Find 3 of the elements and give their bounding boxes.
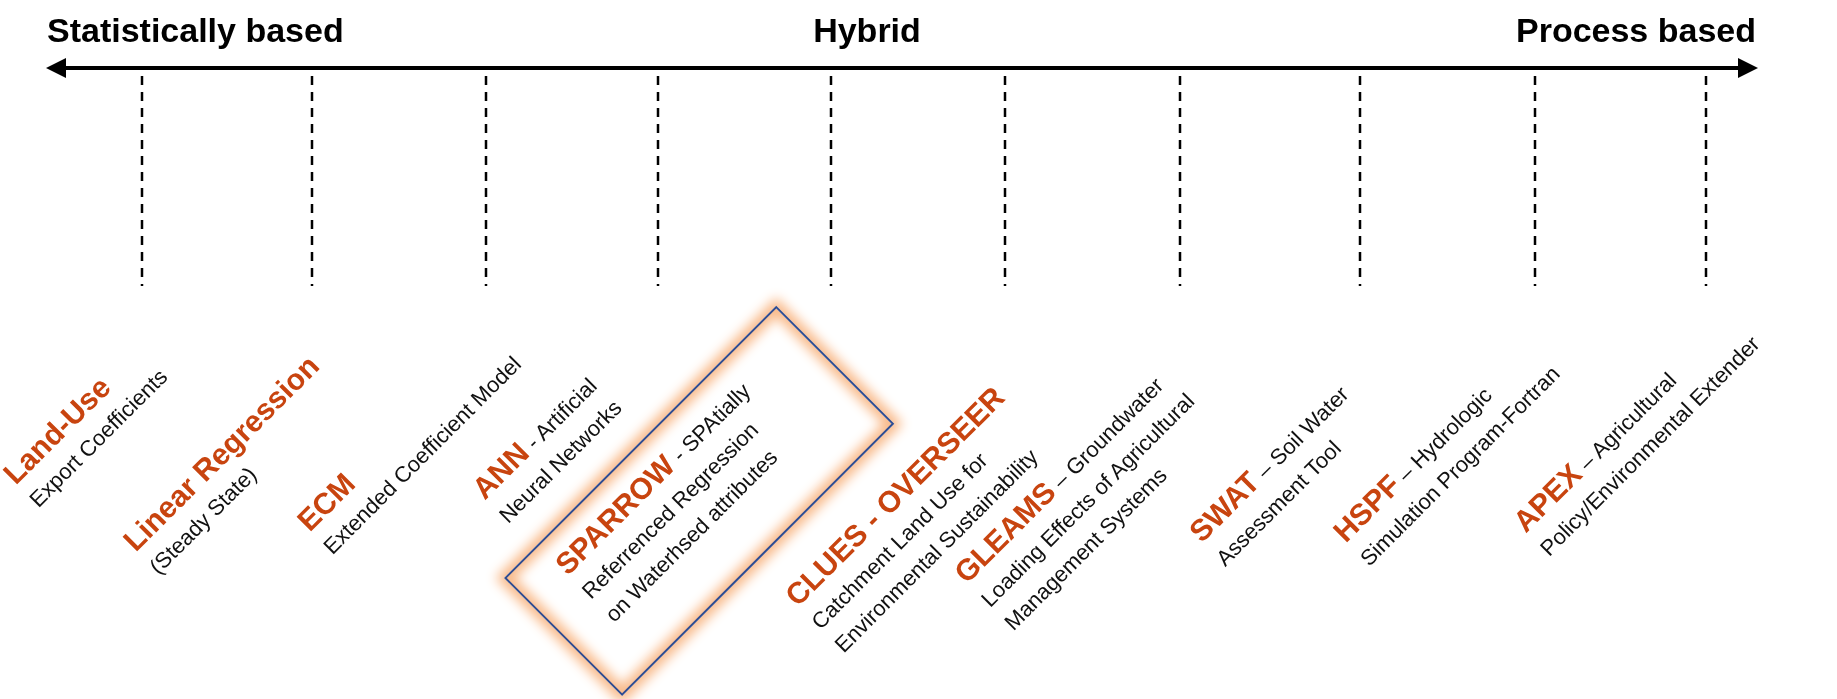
- scale-label: Hybrid: [813, 12, 921, 50]
- scale-label: Process based: [1515, 12, 1756, 50]
- scale-label: Statistically based: [47, 12, 344, 50]
